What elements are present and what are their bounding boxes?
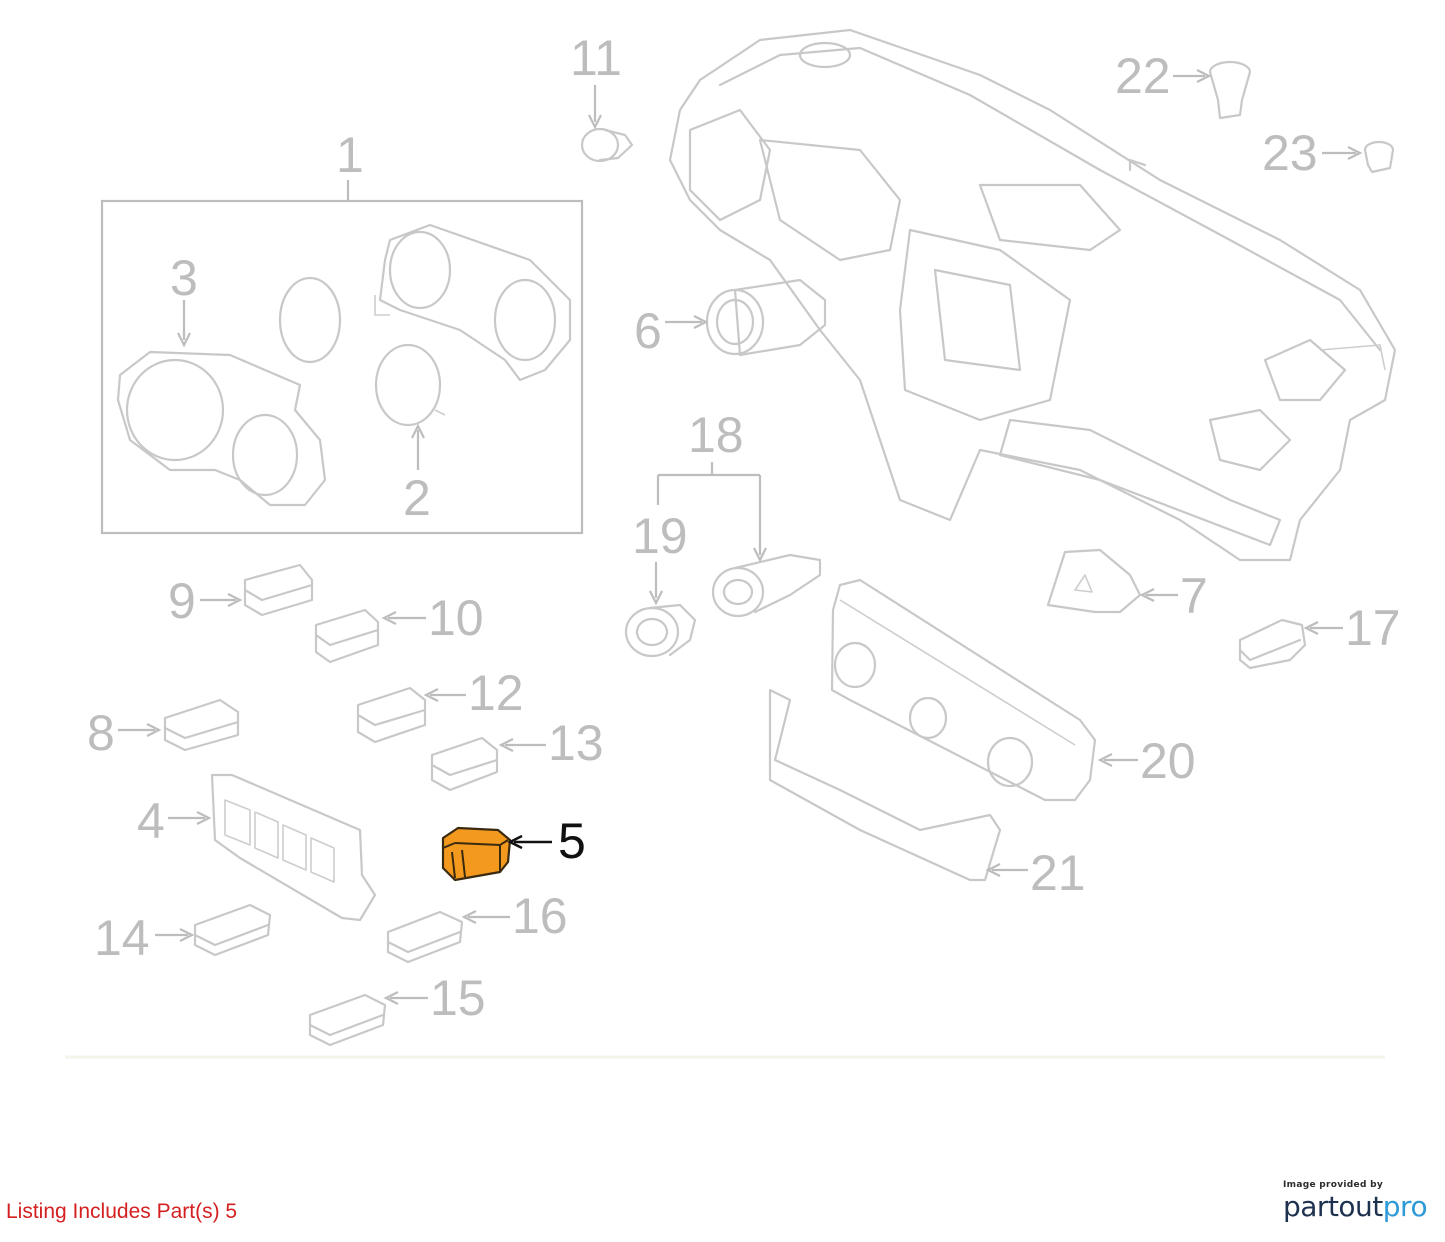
- callout-16: 16: [512, 888, 568, 944]
- callout-20: 20: [1140, 733, 1196, 789]
- callout-5-highlighted: 5: [558, 813, 586, 869]
- instrument-cluster-group: [100, 180, 584, 535]
- callout-18: 18: [688, 407, 744, 463]
- callout-3: 3: [170, 250, 198, 306]
- callout-19: 19: [632, 508, 688, 564]
- callout-11: 11: [570, 30, 622, 86]
- callout-7: 7: [1180, 568, 1208, 624]
- callout-1: 1: [336, 127, 364, 183]
- callout-22: 22: [1115, 48, 1171, 104]
- partoutpro-logo: partoutpro: [1283, 1190, 1428, 1224]
- callout-14: 14: [94, 910, 150, 966]
- callout-9: 9: [168, 573, 196, 629]
- clip-22: [1208, 60, 1252, 120]
- socket-19: [624, 603, 697, 658]
- callout-8: 8: [87, 705, 115, 761]
- clip-11: [580, 127, 634, 163]
- callout-10: 10: [428, 590, 484, 646]
- callout-2: 2: [403, 470, 431, 526]
- callout-23: 23: [1262, 125, 1318, 181]
- switch-8: [163, 698, 240, 752]
- callout-4: 4: [137, 793, 165, 849]
- switch-17: [1238, 618, 1307, 670]
- callout-12: 12: [468, 665, 524, 721]
- credit-caption: Image provided by: [1283, 1180, 1384, 1190]
- switch-13: [430, 736, 499, 792]
- callouts: 1 3 2 11 22 23 6 18 19 7 17 20 21 9 10 1…: [87, 30, 1401, 1026]
- knob-6: [705, 278, 827, 357]
- switch-panel-4: [210, 773, 377, 922]
- switch-10: [314, 608, 380, 664]
- dashboard-panel: [668, 28, 1397, 562]
- switch-14: [193, 903, 272, 957]
- switch-16: [386, 910, 464, 964]
- brand-part2: pro: [1382, 1190, 1428, 1223]
- callout-21: 21: [1030, 845, 1086, 901]
- callout-15: 15: [430, 970, 486, 1026]
- switch-15: [308, 993, 387, 1047]
- climate-control-20: [830, 578, 1097, 802]
- callout-17: 17: [1345, 600, 1401, 656]
- callout-13: 13: [548, 715, 604, 771]
- switch-7: [1046, 548, 1142, 614]
- image-credit: Image provided by partoutpro: [1283, 1180, 1428, 1224]
- switch-5-highlighted: [441, 826, 512, 882]
- callout-6: 6: [634, 303, 662, 359]
- switch-12: [356, 686, 427, 744]
- switch-9: [243, 563, 314, 617]
- trim-bezel-21: [768, 688, 1002, 882]
- listing-note: Listing Includes Part(s) 5: [6, 1200, 238, 1223]
- clip-23: [1363, 140, 1395, 174]
- socket-18: [711, 553, 822, 618]
- brand-part1: partout: [1283, 1190, 1383, 1223]
